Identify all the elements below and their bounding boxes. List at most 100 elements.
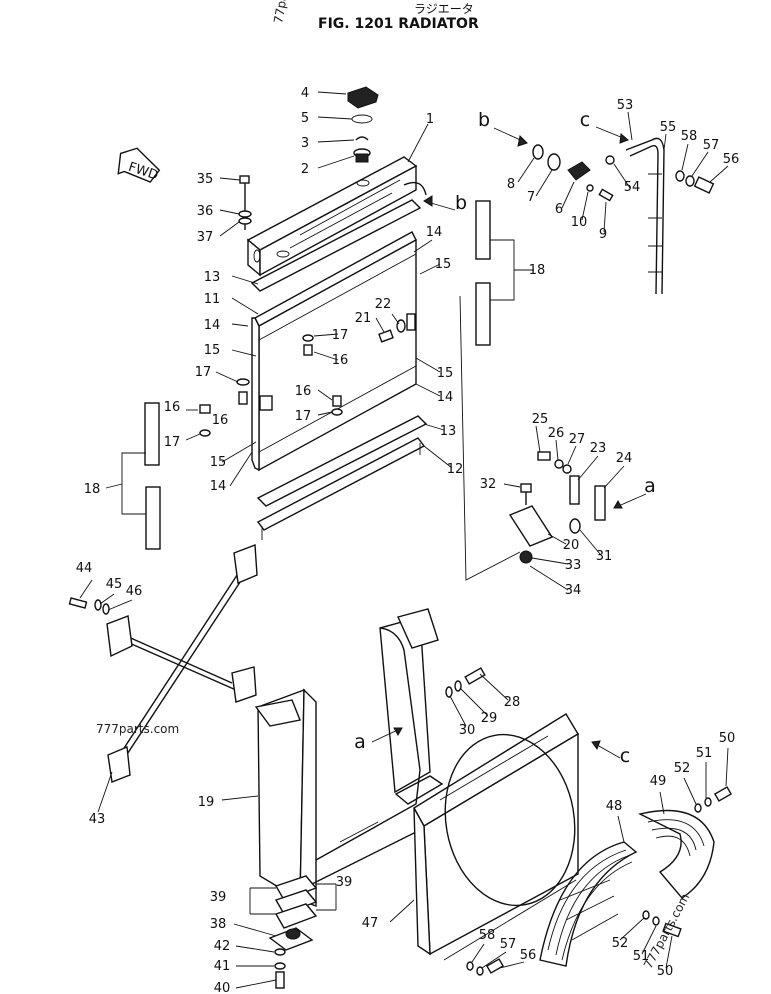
callout-44: 44	[76, 561, 93, 576]
callout-labels: 1234567891011121314151617181920212223242…	[76, 86, 740, 994]
callout-51: 51	[696, 746, 713, 761]
callout-12: 12	[447, 462, 464, 477]
callout-56: 56	[723, 152, 740, 167]
callout-32: 32	[480, 477, 497, 492]
radiator-core	[250, 199, 422, 472]
callout-22: 22	[375, 297, 392, 312]
callout-13: 13	[440, 424, 457, 439]
fwd-arrow-icon: FWD	[117, 147, 161, 184]
callout-18: 18	[529, 263, 546, 278]
callout-16: 16	[212, 413, 229, 428]
callout-52: 52	[674, 761, 691, 776]
support-frame	[254, 608, 444, 908]
callout-b: b	[478, 109, 490, 131]
callout-8: 8	[507, 177, 515, 192]
callout-30: 30	[459, 723, 476, 738]
bolt-56-upper	[675, 170, 715, 194]
cross-brace	[68, 544, 258, 783]
leader-lines	[79, 91, 729, 989]
bolt-35	[238, 175, 252, 230]
callout-24: 24	[616, 451, 633, 466]
callout-38: 38	[210, 917, 227, 932]
callout-15: 15	[204, 343, 221, 358]
callout-17: 17	[164, 435, 181, 450]
callout-b: b	[455, 192, 467, 214]
rubber-block-left	[121, 402, 161, 550]
callout-58: 58	[681, 129, 698, 144]
callout-31: 31	[596, 549, 613, 564]
callout-33: 33	[565, 558, 582, 573]
callout-18: 18	[84, 482, 101, 497]
bolt-50-group	[466, 786, 733, 976]
callout-50: 50	[719, 731, 736, 746]
callout-48: 48	[606, 799, 623, 814]
reference-arrow-letters: b b c a a c	[354, 109, 656, 767]
callout-49: 49	[650, 774, 667, 789]
lower-tank	[256, 415, 428, 540]
callout-1: 1	[426, 112, 434, 127]
callout-15: 15	[210, 455, 227, 470]
watermark-top: 77parts	[271, 0, 293, 25]
callout-52: 52	[612, 936, 629, 951]
callout-10: 10	[571, 215, 588, 230]
callout-51: 51	[633, 949, 650, 964]
callout-36: 36	[197, 204, 214, 219]
callout-a: a	[354, 731, 366, 753]
callout-50: 50	[657, 964, 674, 979]
callout-57: 57	[703, 138, 720, 153]
fan-shroud	[413, 713, 579, 961]
callout-7: 7	[527, 190, 535, 205]
callout-14: 14	[437, 390, 454, 405]
callout-55: 55	[660, 120, 677, 135]
callout-23: 23	[590, 441, 607, 456]
callout-39: 39	[210, 890, 227, 905]
callout-6: 6	[555, 202, 563, 217]
callout-17: 17	[295, 409, 312, 424]
callout-28: 28	[504, 695, 521, 710]
callout-11: 11	[204, 292, 221, 307]
japanese-title: ラジエータ	[414, 2, 474, 16]
callout-25: 25	[532, 412, 549, 427]
callout-43: 43	[89, 812, 106, 827]
callout-14: 14	[426, 225, 443, 240]
callout-20: 20	[563, 538, 580, 553]
watermark-site: 777parts.com	[96, 722, 179, 736]
callout-16: 16	[164, 400, 181, 415]
fwd-label: FWD	[126, 160, 159, 184]
callout-42: 42	[214, 939, 231, 954]
callout-34: 34	[565, 583, 582, 598]
callout-15: 15	[435, 257, 452, 272]
hose-pipe	[625, 137, 665, 295]
figure-title: FIG. 1201 RADIATOR	[318, 16, 479, 32]
callout-c: c	[580, 109, 590, 131]
callout-15: 15	[437, 366, 454, 381]
upper-tank	[246, 156, 427, 277]
callout-26: 26	[548, 426, 565, 441]
repeat-callout-labels: 3950515256575813141414151515161616171717…	[84, 225, 674, 979]
callout-9: 9	[599, 227, 607, 242]
callout-2: 2	[301, 162, 309, 177]
callout-56: 56	[520, 948, 537, 963]
radiator-cap-icon	[347, 86, 379, 163]
callout-3: 3	[301, 136, 309, 151]
callout-14: 14	[210, 479, 227, 494]
callout-27: 27	[569, 432, 586, 447]
engine-mount	[249, 875, 337, 989]
callout-53: 53	[617, 98, 634, 113]
callout-17: 17	[332, 328, 349, 343]
callout-58: 58	[479, 928, 496, 943]
callout-35: 35	[197, 172, 214, 187]
bolt-28	[445, 667, 486, 698]
callout-41: 41	[214, 959, 231, 974]
side-bracket	[459, 295, 606, 581]
callout-c: c	[620, 745, 630, 767]
callout-54: 54	[624, 180, 641, 195]
callout-19: 19	[198, 795, 215, 810]
callout-16: 16	[295, 384, 312, 399]
rubber-block-right	[475, 200, 515, 346]
callout-40: 40	[214, 981, 231, 994]
callout-29: 29	[481, 711, 498, 726]
callout-a: a	[644, 475, 656, 497]
